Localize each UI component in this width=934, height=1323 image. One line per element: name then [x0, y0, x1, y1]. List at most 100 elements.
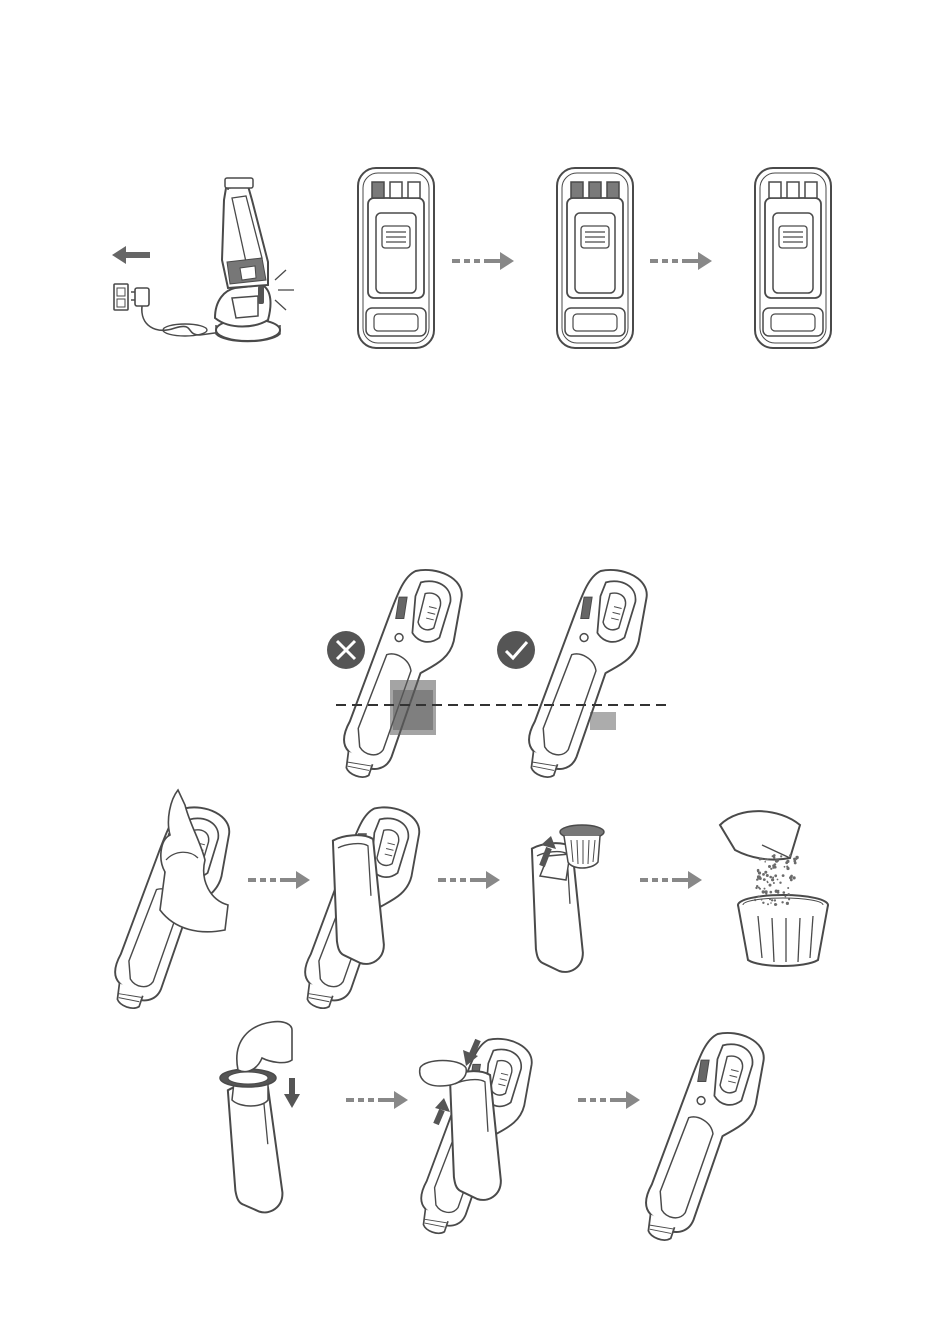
battery-led-off: [390, 182, 402, 198]
dust-particle: [765, 890, 768, 893]
wall-socket-icon: [114, 284, 128, 310]
indicator-glow-icon: [275, 270, 294, 310]
dust-particle: [795, 858, 797, 860]
remove-filter-icon: [522, 825, 604, 976]
wrong-x-icon: [327, 631, 365, 669]
dust-particle: [764, 871, 767, 874]
dust-fill-light: [590, 712, 616, 730]
properly-filled-vacuum: [521, 559, 655, 791]
battery-indicator-row: [358, 168, 831, 348]
dust-particle: [781, 901, 783, 903]
dust-particle: [759, 888, 761, 890]
dust-particle: [767, 858, 769, 860]
dust-particle: [769, 898, 771, 900]
dust-particle: [784, 866, 786, 868]
flow-arrow: [248, 871, 310, 889]
dust-particle: [779, 882, 781, 884]
battery-led-off: [805, 182, 817, 198]
correct-check-icon: [497, 631, 535, 669]
dust-particle: [756, 885, 758, 887]
flow-arrow: [640, 871, 702, 889]
open-bin-icon: [297, 797, 427, 1022]
battery-led-on: [372, 182, 384, 198]
dust-particle: [761, 899, 763, 901]
attach-bin-icon: [413, 1029, 538, 1247]
dust-particle: [763, 878, 766, 881]
dust-particle: [780, 855, 782, 857]
flow-arrow: [346, 1091, 408, 1109]
dust-particle: [769, 876, 772, 879]
trash-bin-icon: [720, 811, 828, 966]
battery-led-on: [571, 182, 583, 198]
dust-particle: [773, 854, 776, 857]
dust-particle: [777, 859, 779, 861]
dust-particle: [767, 903, 769, 905]
dust-particle: [793, 876, 796, 879]
battery-indicator-card: [358, 168, 434, 348]
dust-particle: [773, 882, 775, 884]
dust-particle: [783, 891, 786, 894]
battery-indicator-card: [755, 168, 831, 348]
dust-particle: [765, 858, 767, 860]
dust-particle: [774, 899, 776, 901]
dust-particle: [762, 873, 765, 876]
dust-particle: [773, 856, 775, 858]
dust-particle: [770, 868, 772, 870]
dust-particle: [771, 899, 773, 901]
dust-particle: [782, 874, 785, 877]
dust-particle: [761, 858, 763, 860]
battery-led-on: [607, 182, 619, 198]
dust-particle: [786, 902, 789, 905]
dust-particle: [772, 877, 774, 879]
left-arrow-icon: [112, 246, 150, 264]
dust-particle: [788, 898, 790, 900]
dust-particle: [769, 884, 772, 887]
hand-release-icon: [107, 790, 237, 1022]
dust-particle: [757, 871, 759, 873]
dust-particle: [786, 866, 788, 868]
dust-particle: [764, 861, 766, 863]
battery-led-off: [408, 182, 420, 198]
dust-particle: [773, 865, 775, 867]
dust-particle: [775, 890, 778, 893]
dust-particle: [786, 860, 789, 863]
overfilled-vacuum: [336, 559, 470, 791]
dust-particle: [774, 874, 777, 877]
charging-section: [112, 168, 831, 348]
flow-arrow: [650, 252, 712, 270]
dust-particle: [794, 862, 797, 865]
dust-particle: [787, 893, 790, 896]
dust-particle: [789, 854, 791, 856]
dust-particle: [770, 891, 773, 894]
dust-particle: [776, 904, 778, 906]
dust-particle: [777, 879, 779, 881]
battery-led-on: [589, 182, 601, 198]
dust-particle: [785, 896, 787, 898]
insert-filter-icon: [218, 1022, 300, 1217]
dust-particle: [757, 875, 760, 878]
assembled-vacuum-icon: [638, 1022, 772, 1254]
dust-particle: [787, 887, 789, 889]
dust-particle: [771, 878, 774, 881]
dust-particle: [790, 879, 793, 882]
dust-fill-heavy: [390, 680, 436, 735]
dust-particle: [767, 881, 769, 883]
battery-indicator-card: [557, 168, 633, 348]
dust-particle: [764, 888, 766, 890]
charger-plug-icon: [131, 288, 222, 336]
battery-led-off: [787, 182, 799, 198]
dust-particle: [768, 865, 771, 868]
dust-particle: [770, 902, 772, 904]
flow-arrow: [578, 1091, 640, 1109]
reassembly-steps: [218, 1022, 772, 1254]
dust-particle: [754, 899, 756, 901]
dust-particle: [762, 902, 764, 904]
dust-particle: [790, 875, 793, 878]
battery-led-off: [769, 182, 781, 198]
dust-particle: [762, 890, 765, 893]
dust-particle: [758, 895, 760, 897]
vacuum-on-dock-icon: [215, 178, 280, 342]
flow-arrow: [452, 252, 514, 270]
dust-particle: [766, 874, 769, 877]
